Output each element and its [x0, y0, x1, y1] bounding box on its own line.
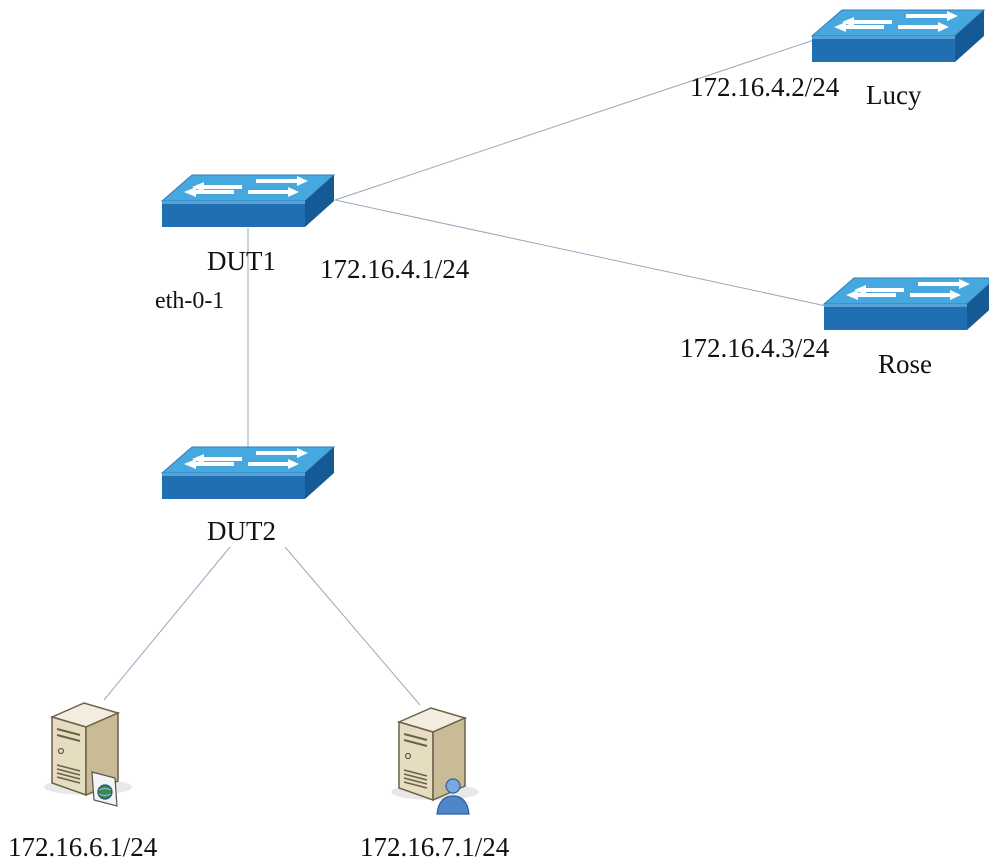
dut1-switch-icon[interactable] [161, 174, 335, 228]
rose-ip-label: 172.16.4.3/24 [680, 333, 830, 363]
lucy-label: Lucy [866, 80, 922, 110]
server-web-ip-label: 172.16.6.1/24 [8, 832, 158, 862]
link-dut1-lucy [334, 37, 821, 201]
globe-page-badge-icon [91, 771, 118, 807]
user-server-icon[interactable] [390, 707, 480, 815]
lucy-ip-label: 172.16.4.2/24 [690, 72, 840, 102]
lucy-switch-icon[interactable] [811, 9, 985, 63]
rose-switch-icon[interactable] [823, 277, 989, 331]
link-dut2-server-web [103, 546, 231, 701]
dut1-port-label: eth-0-1 [155, 288, 224, 314]
dut2-label: DUT2 [207, 516, 276, 546]
dut1-ip-label: 172.16.4.1/24 [320, 254, 470, 284]
server-user-ip-label: 172.16.7.1/24 [360, 832, 510, 862]
dut1-label: DUT1 [207, 246, 276, 276]
user-badge-icon [436, 778, 470, 815]
link-dut2-server-user [284, 546, 421, 706]
rose-label: Rose [878, 349, 932, 379]
web-server-icon[interactable] [43, 702, 133, 807]
dut2-switch-icon[interactable] [161, 446, 335, 500]
link-dut1-rose [334, 199, 827, 307]
